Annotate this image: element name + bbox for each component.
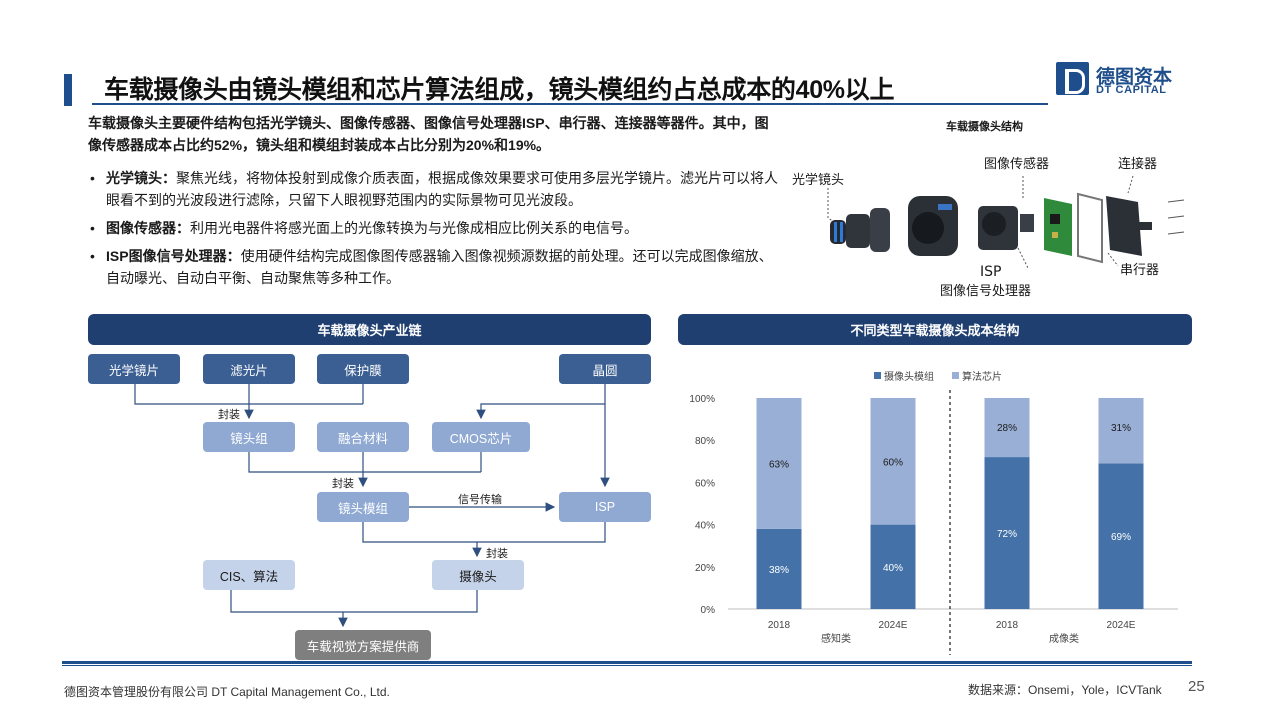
cost-structure-chart: 0% 20% 40% 60% 80% 100% 摄像头模组 算法芯片 38% 63% 2018 40%… — [678, 360, 1192, 660]
y-tick-label: 0% — [701, 605, 716, 616]
bullet-optical-lens: • 光学镜头：聚焦光线，将物体投射到成像介质表面，根据成像效果要求可使用多层光学… — [88, 167, 778, 211]
component-bullet-list: • 光学镜头：聚焦光线，将物体投射到成像介质表面，根据成像效果要求可使用多层光学… — [88, 167, 778, 295]
footer-rule-thick — [62, 661, 1192, 664]
node-lens-group: 镜头组 — [203, 422, 295, 452]
isp-full-label: 图像信号处理器 — [940, 284, 1031, 299]
isp-label: ISP — [980, 264, 1001, 280]
page-number: 25 — [1188, 678, 1205, 695]
serializer-label: 串行器 — [1120, 263, 1159, 278]
data-label: 38% — [769, 565, 789, 576]
bullet-text: 使用硬件结构完成图像图传感器输入图像视频源数据的前处理。还可以完成图像缩放、自动… — [106, 248, 773, 286]
bullet-dot: • — [90, 220, 95, 236]
bullet-text: 聚焦光线，将物体投射到成像介质表面，根据成像效果要求可使用多层光学镜片。滤光片可… — [106, 170, 778, 208]
footer-data-source: 数据来源：Onsemi，Yole，ICVTank — [968, 683, 1162, 697]
legend-label: 摄像头模组 — [884, 370, 934, 383]
node-cmos-chip: CMOS芯片 — [432, 422, 530, 452]
node-wafer: 晶圆 — [559, 354, 651, 384]
y-tick-label: 20% — [695, 563, 715, 574]
node-protective-film: 保护膜 — [317, 354, 409, 384]
data-label: 69% — [1111, 532, 1131, 543]
edge-label-signal: 信号传输 — [458, 494, 502, 506]
isp-pcb-part-icon — [1044, 198, 1072, 256]
connector-part-icon — [1106, 196, 1152, 256]
bullet-term: ISP图像信号处理器： — [106, 248, 241, 264]
node-filter: 滤光片 — [203, 354, 295, 384]
node-vision-provider: 车载视觉方案提供商 — [295, 630, 431, 660]
camera-figure-caption: 车载摄像头结构 — [946, 121, 1023, 133]
y-tick-label: 60% — [695, 478, 715, 489]
logo-name-cn: 德图资本 — [1096, 67, 1173, 88]
cost-structure-header: 不同类型车载摄像头成本结构 — [678, 314, 1192, 345]
data-label: 31% — [1111, 423, 1131, 434]
lens-mount-part-icon — [908, 196, 958, 256]
legend-swatch — [874, 372, 881, 379]
bar-segment — [870, 398, 916, 525]
bullet-dot: • — [90, 170, 95, 186]
flow-connectors — [134, 384, 610, 628]
title-accent-bar — [64, 74, 72, 106]
x-tick-label: 2018 — [768, 620, 791, 631]
x-tick-label: 2024E — [879, 620, 908, 631]
industry-chain-header: 车载摄像头产业链 — [88, 314, 651, 345]
bullet-text: 利用光电器件将感光面上的光像转换为与光像成相应比例关系的电信号。 — [190, 220, 638, 236]
logo-name-en: DT CAPITAL — [1096, 84, 1167, 96]
node-optical-lens: 光学镜片 — [88, 354, 180, 384]
bullet-image-sensor: • 图像传感器：利用光电器件将感光面上的光像转换为与光像成相应比例关系的电信号。 — [88, 217, 778, 239]
camera-structure-illustration: 光学镜头 图像传感器 连接器 ISP 图像信号处理器 串行器 — [792, 156, 1185, 299]
industry-chain-diagram: 光学镜片 滤光片 保护膜 晶圆 镜头组 融合材料 CMOS芯片 镜头模组 ISP… — [88, 350, 654, 662]
intro-paragraph: 车载摄像头主要硬件结构包括光学镜头、图像传感器、图像信号处理器ISP、串行器、连… — [88, 115, 769, 153]
connector-label: 连接器 — [1118, 156, 1157, 172]
node-isp: ISP — [559, 492, 651, 522]
bar-segment — [870, 524, 916, 609]
data-label: 72% — [997, 529, 1017, 540]
data-label: 60% — [883, 457, 903, 468]
bullet-term: 光学镜头： — [106, 170, 176, 186]
bar-segment — [756, 398, 802, 529]
footer-rule-thin — [62, 665, 1192, 666]
y-tick-label: 40% — [695, 521, 715, 532]
node-lens-module: 镜头模组 — [317, 492, 409, 522]
data-label: 28% — [997, 423, 1017, 434]
bullet-term: 图像传感器： — [106, 220, 190, 236]
bullet-isp: • ISP图像信号处理器：使用硬件结构完成图像图传感器输入图像视频源数据的前处理… — [88, 245, 778, 289]
node-camera: 摄像头 — [432, 560, 524, 590]
x-tick-label: 2024E — [1107, 620, 1136, 631]
edge-label-package: 封装 — [332, 478, 354, 490]
company-logo: 德图资本 DT CAPITAL — [1056, 62, 1190, 98]
x-tick-label: 2018 — [996, 620, 1019, 631]
bar-segment — [984, 457, 1030, 609]
footer-company: 德图资本管理股份有限公司 DT Capital Management Co., … — [64, 685, 390, 699]
stacked-bar-chart-svg: 0% 20% 40% 60% 80% 100% 摄像头模组 算法芯片 38% 63% 2018 40%… — [689, 370, 1178, 655]
lens-label: 光学镜头 — [792, 172, 844, 188]
data-label: 40% — [883, 563, 903, 574]
sensor-label: 图像传感器 — [984, 156, 1049, 172]
page-title: 车载摄像头由镜头模组和芯片算法组成，镜头模组约占总成本的40%以上 — [104, 76, 895, 104]
data-label: 63% — [769, 459, 789, 470]
edge-label-package: 封装 — [218, 409, 240, 421]
logo-d-icon — [1056, 62, 1089, 95]
legend-swatch — [952, 372, 959, 379]
bar-segment — [984, 398, 1030, 458]
title-underline — [92, 103, 1048, 105]
legend-label: 算法芯片 — [962, 370, 1002, 383]
edge-label-package: 封装 — [486, 548, 508, 560]
bar-segment — [1098, 398, 1144, 464]
bar-segment — [1098, 463, 1144, 609]
y-tick-label: 100% — [689, 394, 715, 405]
node-cis-algorithm: CIS、算法 — [203, 560, 295, 590]
node-fusion-material: 融合材料 — [317, 422, 409, 452]
group-label: 感知类 — [821, 632, 851, 645]
bullet-dot: • — [90, 248, 95, 264]
optical-lens-part-icon — [830, 208, 890, 252]
y-tick-label: 80% — [695, 436, 715, 447]
bar-segment — [756, 528, 802, 609]
image-sensor-part-icon — [978, 206, 1034, 250]
group-label: 成像类 — [1049, 632, 1079, 645]
